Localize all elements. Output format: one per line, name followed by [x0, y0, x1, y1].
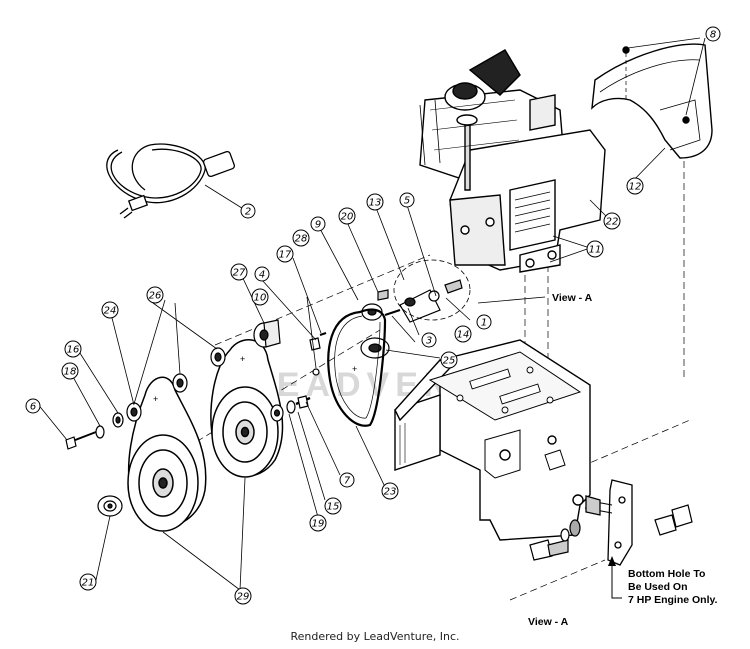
svg-text:+: +	[352, 364, 357, 374]
idler-assembly	[360, 279, 463, 359]
svg-text:4: 4	[259, 270, 265, 281]
callout-26: 26	[146, 286, 164, 304]
callout-1: 1	[476, 314, 492, 330]
leader-lines	[36, 37, 706, 591]
callout-24: 24	[101, 301, 119, 319]
callout-12: 12	[626, 177, 644, 195]
callout-13: 13	[366, 193, 384, 211]
callout-10: 10	[251, 288, 269, 306]
svg-text:21: 21	[82, 578, 95, 589]
svg-text:8: 8	[710, 30, 716, 41]
svg-text:16: 16	[67, 345, 80, 356]
svg-text:7 HP Engine Only.: 7 HP Engine Only.	[628, 594, 718, 606]
engine-shroud	[591, 43, 713, 159]
callout-17: 17	[276, 245, 294, 263]
note-arrow	[611, 560, 622, 599]
callout-18: 18	[61, 362, 79, 380]
svg-text:27: 27	[233, 268, 246, 279]
callout-9: 9	[310, 216, 326, 232]
callout-16: 16	[64, 340, 82, 358]
svg-text:+: +	[240, 354, 245, 364]
svg-text:Bottom Hole To: Bottom Hole To	[628, 568, 705, 580]
callout-21: 21	[79, 573, 97, 591]
svg-text:Be Used On: Be Used On	[628, 581, 688, 593]
callout-27: 27	[230, 263, 248, 281]
svg-text:15: 15	[327, 502, 340, 513]
svg-text:24: 24	[104, 306, 117, 317]
svg-text:25: 25	[443, 356, 456, 367]
svg-text:28: 28	[295, 234, 308, 245]
view-a-hardware	[529, 504, 693, 561]
chassis-frame	[394, 339, 591, 541]
callout-23: 23	[381, 482, 399, 500]
callout-11: 11	[586, 240, 604, 258]
callout-19: 19	[309, 514, 327, 532]
callout-5: 5	[399, 192, 415, 208]
callout-20: 20	[338, 207, 356, 225]
view-a-label-bottom: View - A	[528, 616, 569, 628]
footer-credit: Rendered by LeadVenture, Inc.	[290, 630, 460, 643]
large-pulley-middle	[210, 339, 284, 478]
callout-29: 29	[234, 587, 252, 605]
bottom-hole-note: Bottom Hole To Be Used On 7 HP Engine On…	[628, 568, 718, 606]
svg-text:18: 18	[64, 367, 77, 378]
callout-3: 3	[421, 332, 437, 348]
callout-25: 25	[440, 351, 458, 369]
svg-text:10: 10	[254, 293, 267, 304]
view-a-indicator	[393, 259, 471, 321]
svg-text:9: 9	[315, 220, 321, 231]
svg-text:13: 13	[369, 198, 382, 209]
callout-7: 7	[339, 472, 355, 488]
svg-text:23: 23	[384, 487, 397, 498]
svg-text:3: 3	[426, 336, 432, 347]
svg-text:17: 17	[279, 250, 292, 261]
svg-text:12: 12	[629, 182, 642, 193]
engine	[419, 49, 606, 273]
svg-text:19: 19	[312, 519, 325, 530]
callout-8: 8	[705, 26, 721, 42]
drive-belt	[327, 308, 387, 427]
power-cord	[106, 143, 236, 219]
svg-text:26: 26	[149, 291, 162, 302]
svg-text:20: 20	[341, 212, 354, 223]
svg-text:6: 6	[30, 402, 36, 413]
svg-text:2: 2	[245, 207, 251, 218]
callout-4: 4	[254, 266, 270, 282]
callout-15: 15	[324, 497, 342, 515]
svg-text:1: 1	[481, 318, 487, 329]
callout-28: 28	[292, 229, 310, 247]
view-a-label-top: View - A	[552, 292, 593, 304]
svg-text:+: +	[153, 394, 158, 404]
callout-14: 14	[454, 325, 472, 343]
svg-text:29: 29	[237, 592, 250, 603]
svg-text:11: 11	[589, 245, 602, 256]
mounting-bracket	[584, 479, 633, 566]
large-pulley-left	[127, 376, 207, 532]
svg-text:14: 14	[457, 330, 470, 341]
callout-22: 22	[603, 212, 621, 230]
svg-text:5: 5	[404, 196, 410, 207]
callout-6: 6	[25, 398, 41, 414]
svg-text:22: 22	[606, 217, 619, 228]
callout-2: 2	[240, 203, 256, 219]
svg-text:7: 7	[344, 476, 351, 487]
